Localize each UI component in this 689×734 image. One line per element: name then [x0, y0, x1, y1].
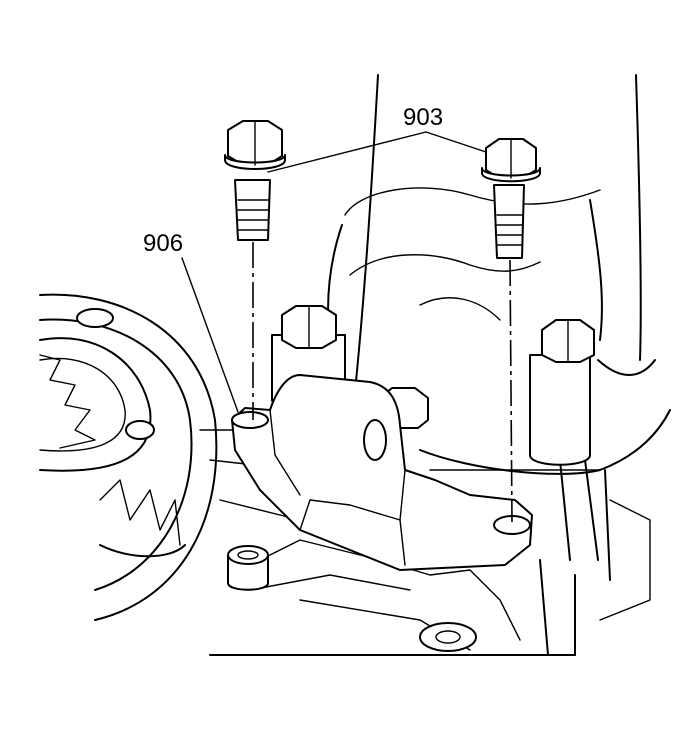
bolt-left	[224, 120, 286, 241]
bolt-right	[481, 138, 541, 259]
dowel-pin	[227, 545, 269, 591]
case-plug	[419, 622, 477, 652]
callout-906: 906	[143, 230, 183, 257]
leader-903-left	[267, 131, 427, 173]
callout-903: 903	[403, 104, 443, 131]
bracket	[231, 374, 533, 571]
leader-906	[181, 257, 239, 413]
gear-assembly	[39, 293, 218, 621]
installed-bolt-right	[529, 319, 595, 466]
centerline-right	[509, 259, 513, 523]
leader-903-right	[425, 131, 487, 153]
